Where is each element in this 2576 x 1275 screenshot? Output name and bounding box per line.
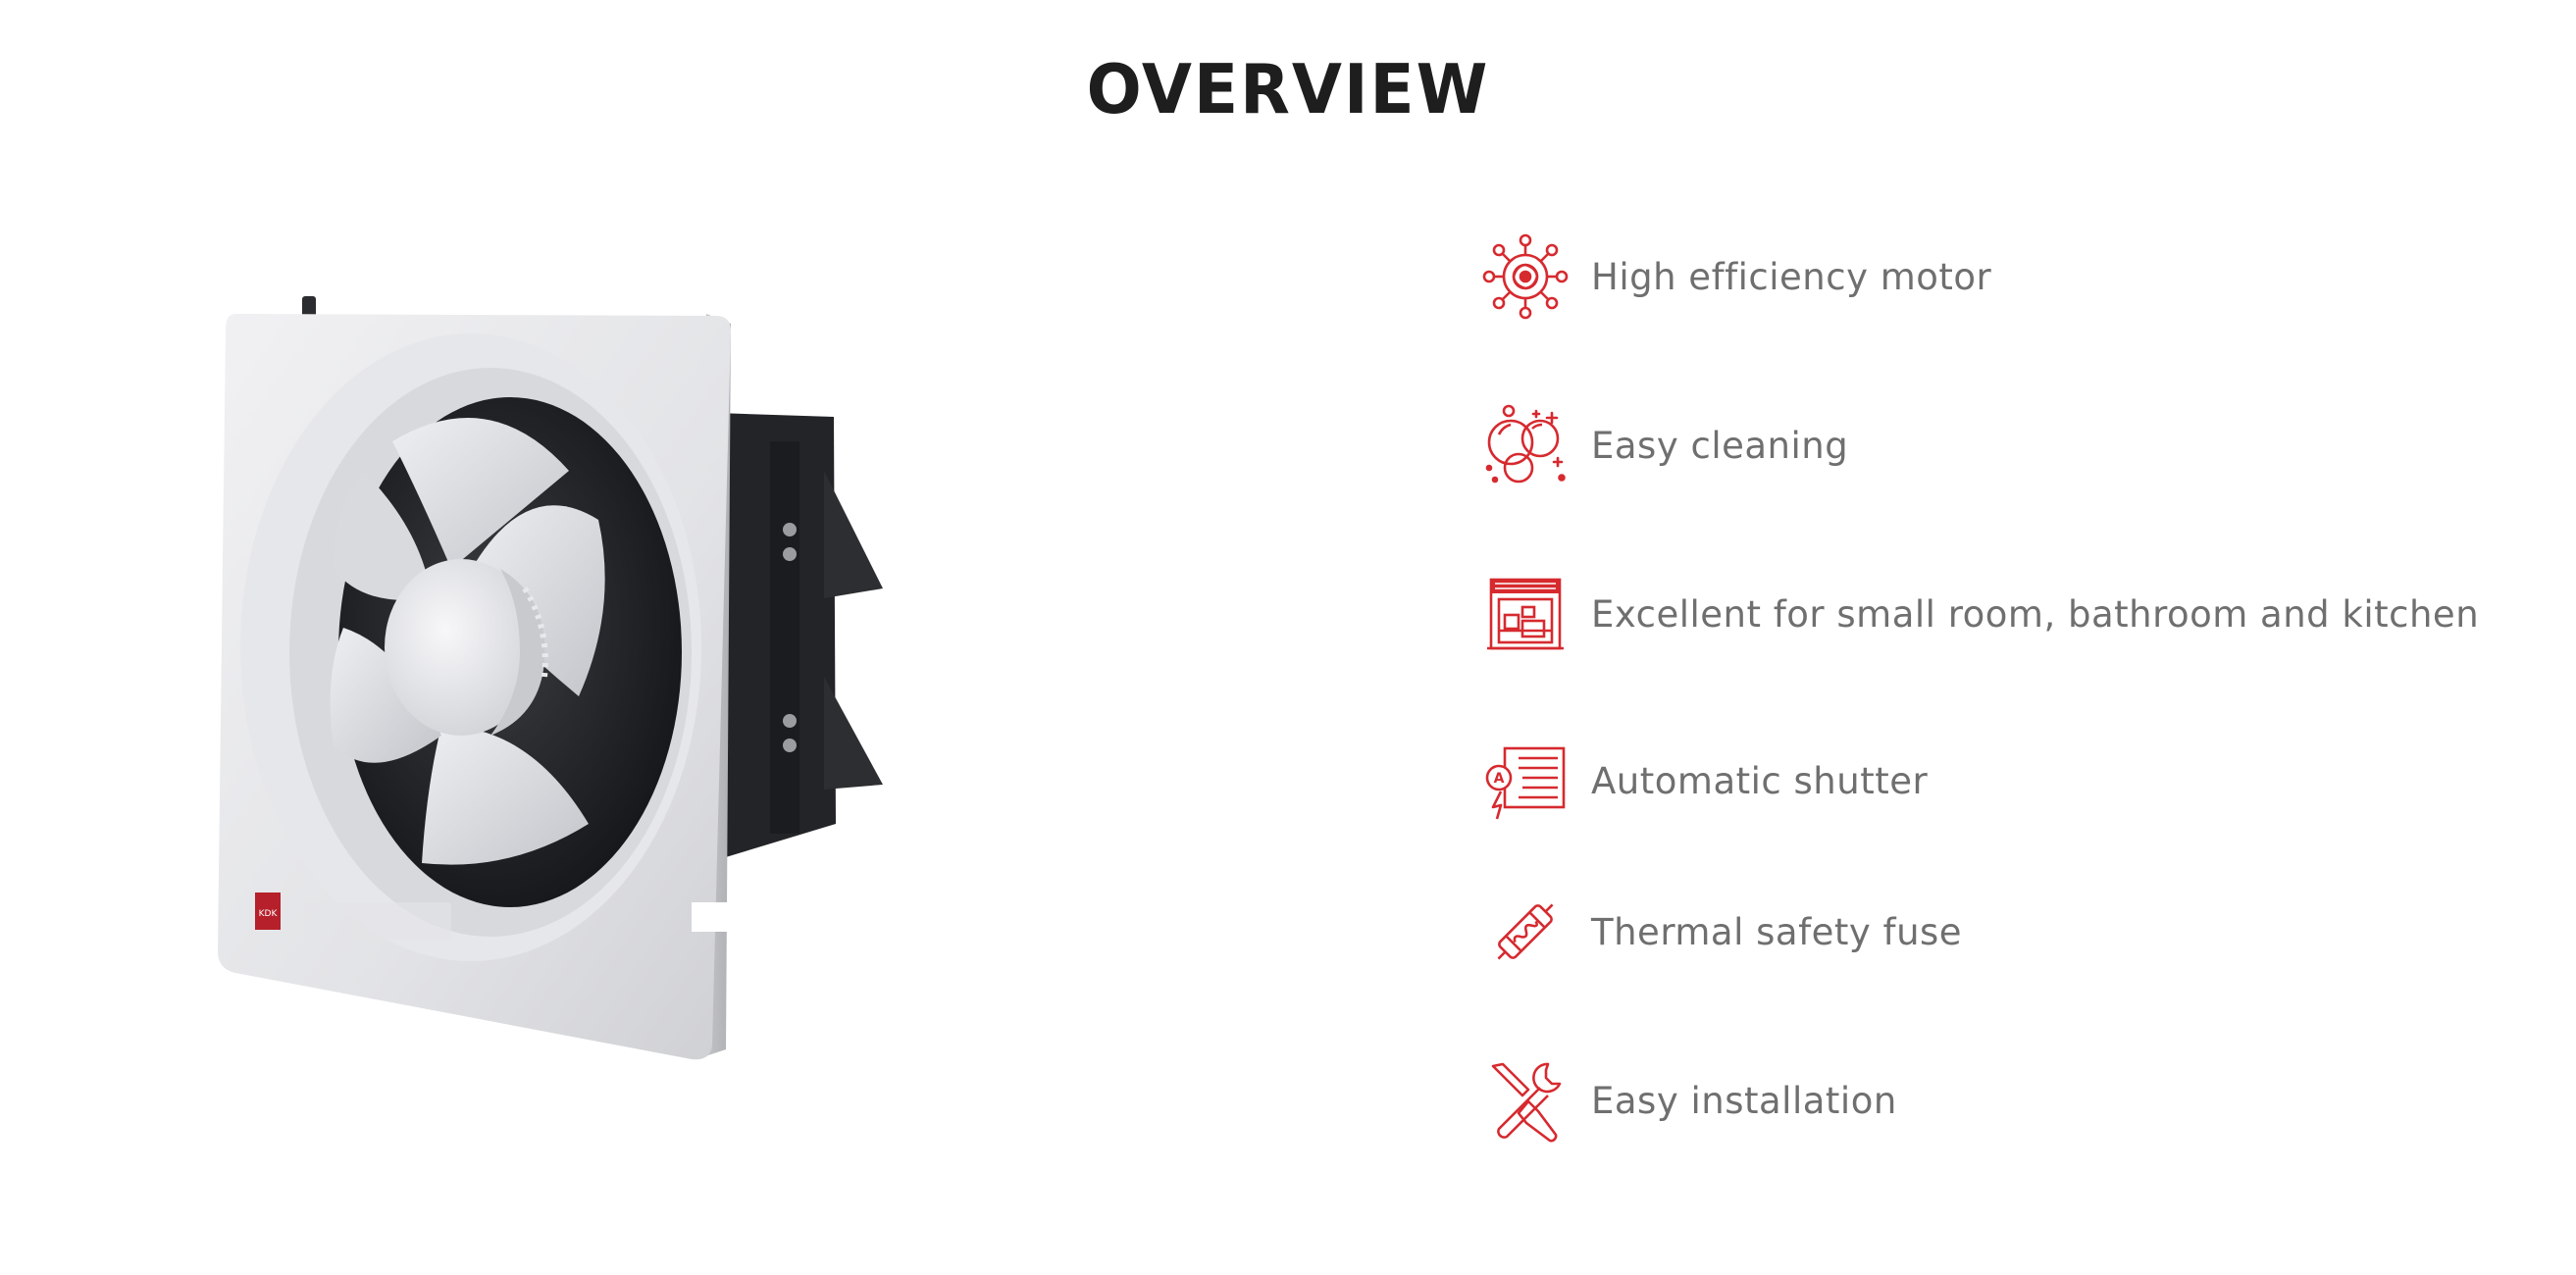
feature-item-installation: Easy installation	[1479, 1051, 1897, 1149]
brand-badge: KDK	[259, 909, 279, 919]
feature-item-cleaning: Easy cleaning	[1479, 396, 1848, 494]
svg-text:A: A	[1494, 771, 1505, 787]
feature-list: High efficiency motor	[1479, 0, 2558, 1275]
feature-label: Easy installation	[1591, 1079, 1897, 1122]
feature-label: Easy cleaning	[1591, 424, 1849, 467]
automatic-shutter-icon: A	[1479, 735, 1571, 827]
cleaning-bubbles-icon	[1479, 399, 1571, 491]
page-title: OVERVIEW	[1086, 50, 1490, 129]
feature-item-room: Excellent for small room, bathroom and k…	[1479, 565, 2479, 663]
motor-icon	[1479, 230, 1571, 323]
feature-label: Excellent for small room, bathroom and k…	[1591, 592, 2480, 636]
feature-item-shutter: A Automatic shutter	[1479, 732, 1928, 830]
tools-icon	[1479, 1054, 1571, 1147]
feature-label: Thermal safety fuse	[1591, 910, 1963, 953]
thermal-fuse-icon	[1479, 886, 1571, 978]
exhaust-fan-image: KDK	[196, 275, 902, 1079]
feature-label: Automatic shutter	[1591, 759, 1929, 802]
feature-label: High efficiency motor	[1591, 255, 1992, 298]
kitchen-cabinet-icon	[1479, 568, 1571, 660]
feature-item-motor: High efficiency motor	[1479, 228, 1991, 326]
feature-item-fuse: Thermal safety fuse	[1479, 883, 1962, 981]
